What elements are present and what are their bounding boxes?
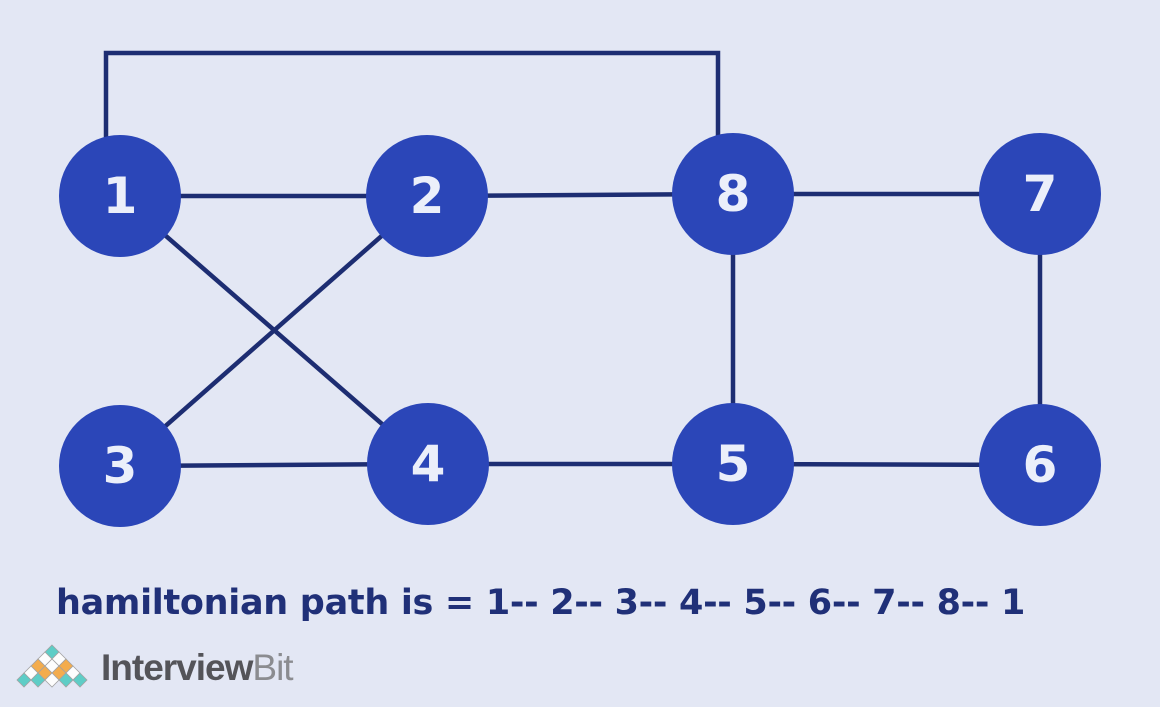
graph-node-3 xyxy=(59,405,181,527)
graph-node-label-5: 5 xyxy=(716,435,751,493)
graph-node-1 xyxy=(59,135,181,257)
mosaic-diamond-teal xyxy=(58,672,74,688)
graph-node-6 xyxy=(979,404,1101,526)
graph-node-2 xyxy=(366,135,488,257)
graph-node-label-1: 1 xyxy=(103,167,138,225)
graph-node-5 xyxy=(672,403,794,525)
edge-2-3 xyxy=(118,194,429,468)
graph-node-label-8: 8 xyxy=(716,165,751,223)
brand-wordmark-secondary: Bit xyxy=(252,647,293,688)
brand-wordmark: InterviewBit xyxy=(101,647,294,689)
graph-node-8 xyxy=(672,133,794,255)
graph-node-label-7: 7 xyxy=(1023,165,1058,223)
interviewbit-logo: InterviewBit xyxy=(15,643,294,689)
mosaic-diamond-teal xyxy=(30,672,46,688)
logo-pyramid-icon xyxy=(15,643,89,689)
graph-node-4 xyxy=(367,403,489,525)
mosaic-diamond-teal xyxy=(72,672,88,688)
graph-node-label-4: 4 xyxy=(411,435,446,493)
logo-mosaic-svg xyxy=(16,644,88,688)
brand-wordmark-primary: Interview xyxy=(101,647,253,688)
graph-node-7 xyxy=(979,133,1101,255)
hamiltonian-path-caption: hamiltonian path is = 1-- 2-- 3-- 4-- 5-… xyxy=(56,583,1026,623)
graph-node-label-6: 6 xyxy=(1023,436,1058,494)
mosaic-diamond-teal xyxy=(16,672,32,688)
graph-node-label-3: 3 xyxy=(103,437,138,495)
mosaic-diamond-white xyxy=(44,672,60,688)
edge-1-8-bracket xyxy=(103,50,721,196)
graph-node-label-2: 2 xyxy=(410,167,445,225)
